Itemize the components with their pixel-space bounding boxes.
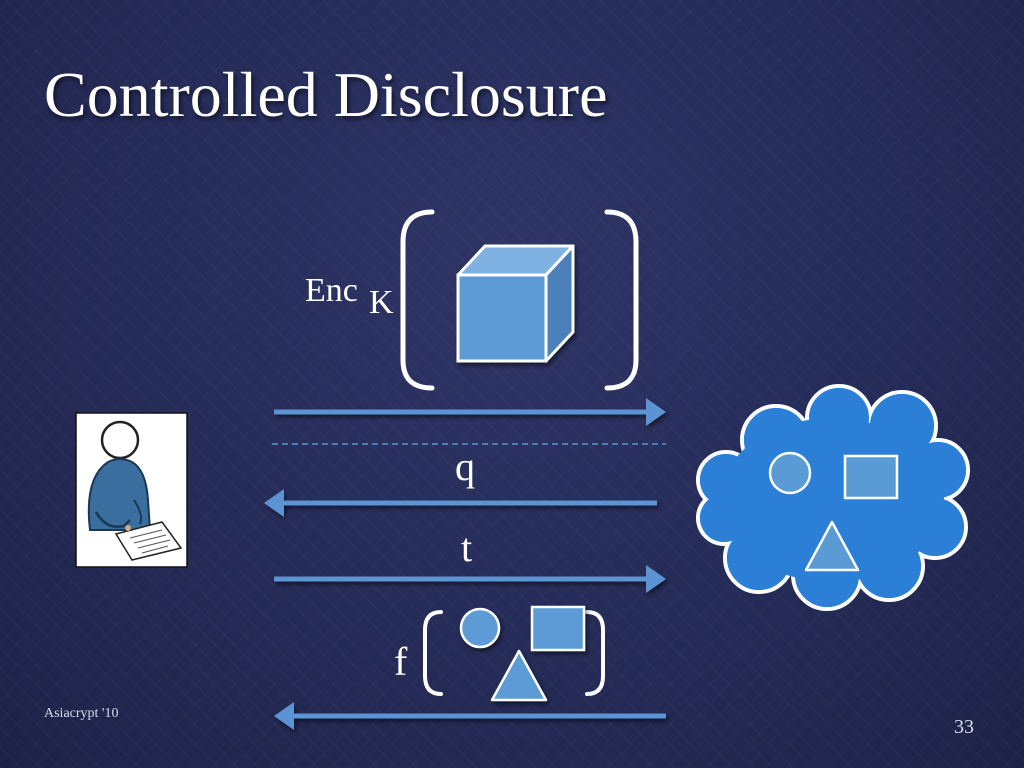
- query-label: q: [455, 444, 475, 489]
- arrow-token-to-server: [274, 565, 666, 593]
- cloud-icon: [696, 384, 970, 611]
- enc-left-bracket: [400, 209, 435, 391]
- arrow-result-to-client: [274, 702, 666, 730]
- result-shapes: [459, 605, 586, 702]
- cloud-triangle-icon: [804, 520, 860, 572]
- enc-key-subscript: K: [369, 284, 394, 321]
- result-right-bracket: [585, 610, 605, 696]
- cloud-circle-icon: [768, 451, 812, 495]
- enc-right-bracket: [604, 209, 639, 391]
- cloud-square-icon: [843, 454, 899, 500]
- result-left-bracket: [423, 610, 443, 696]
- arrow-query-to-client: [264, 489, 657, 517]
- cube-icon: [456, 244, 575, 363]
- result-circle-icon: [459, 607, 501, 649]
- person-writing-icon: [75, 412, 188, 568]
- result-square-icon: [530, 605, 586, 652]
- function-label: f: [394, 639, 408, 684]
- slide-title: Controlled Disclosure: [44, 59, 608, 130]
- arrow-enc-to-server: [274, 398, 666, 426]
- result-triangle-icon: [490, 649, 548, 702]
- page-number: 33: [954, 716, 974, 738]
- enc-label: Enc: [305, 272, 358, 309]
- footer-text: Asiacrypt '10: [44, 706, 119, 721]
- token-label: t: [461, 525, 472, 570]
